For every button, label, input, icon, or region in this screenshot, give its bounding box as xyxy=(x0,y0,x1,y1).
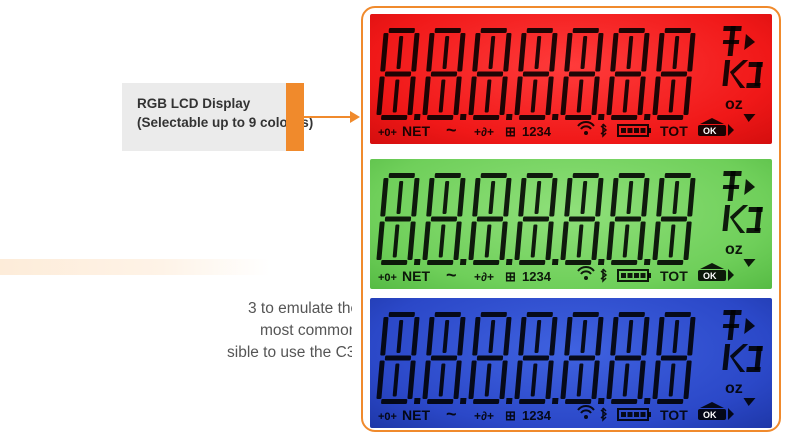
svg-text:OK: OK xyxy=(703,126,717,136)
body-line-1: 3 to emulate the output xyxy=(248,300,352,317)
lcd-digit xyxy=(422,312,467,404)
tot-indicator: TOT xyxy=(660,268,688,284)
svg-text:OK: OK xyxy=(703,271,717,281)
lcd-display-green: oz +0+ NET ~ +∂+ ⊞ 1234 TOT OK xyxy=(370,159,772,289)
lcd-digit xyxy=(606,312,651,404)
lcd-digit xyxy=(652,28,696,120)
stable-indicator: +∂+ xyxy=(474,270,494,284)
body-line-2: most common indicator xyxy=(260,322,352,339)
lcd-digit xyxy=(514,312,559,404)
ok-icon: OK xyxy=(698,263,734,281)
battery-icon xyxy=(617,269,651,282)
callout-tab xyxy=(286,83,304,151)
battery-icon xyxy=(617,408,651,421)
net-indicator: NET xyxy=(402,268,430,284)
tot-indicator: TOT xyxy=(660,407,688,423)
lcd-digit xyxy=(376,28,421,120)
lcd-segments-red: oz +0+ NET ~ +∂+ ⊞ 1234 TOT OK xyxy=(376,26,763,140)
hold-indicator: ⊞ xyxy=(505,124,516,139)
lcd-digit xyxy=(468,173,513,265)
stable-indicator: +∂+ xyxy=(474,409,494,423)
lcd-digit xyxy=(560,312,605,404)
lcd-digit xyxy=(376,173,421,265)
lcd-digit xyxy=(376,312,421,404)
wifi-icon xyxy=(577,121,595,135)
ok-icon: OK xyxy=(698,402,734,420)
count-indicator: 1234 xyxy=(522,124,552,139)
zero-indicator: +0+ xyxy=(378,411,397,423)
body-line-3: sible to use the C3 as a xyxy=(227,344,352,361)
callout-line-1: RGB LCD Display xyxy=(137,96,251,111)
indicator-row: +0+ NET ~ +∂+ ⊞ 1234 TOT OK xyxy=(378,263,734,285)
indicator-row: +0+ NET ~ +∂+ ⊞ 1234 TOT OK xyxy=(378,402,734,424)
lcd-display-red: oz +0+ NET ~ +∂+ ⊞ 1234 TOT OK xyxy=(370,14,772,144)
arrow-right-icon xyxy=(350,111,360,123)
lcd-digit xyxy=(606,173,651,265)
count-indicator: 1234 xyxy=(522,408,552,423)
tot-indicator: TOT xyxy=(660,123,688,139)
callout-box: RGB LCD Display (Selectable up to 9 colo… xyxy=(122,83,314,151)
lcd-digit xyxy=(422,28,467,120)
lcd-panel-frame xyxy=(361,6,781,432)
motion-indicator: ~ xyxy=(446,404,457,424)
units-block xyxy=(722,26,763,88)
hold-indicator: ⊞ xyxy=(505,408,516,423)
lcd-digit xyxy=(560,28,605,120)
battery-icon xyxy=(617,124,651,137)
bluetooth-icon xyxy=(600,407,608,422)
net-indicator: NET xyxy=(402,407,430,423)
units-block xyxy=(722,310,763,372)
lcd-display-blue: oz +0+ NET ~ +∂+ ⊞ 1234 TOT OK xyxy=(370,298,772,428)
wifi-icon xyxy=(577,405,595,419)
unit-oz: oz xyxy=(725,96,743,113)
lcd-digit xyxy=(652,173,696,265)
lcd-segments-green: oz +0+ NET ~ +∂+ ⊞ 1234 TOT OK xyxy=(376,171,763,285)
unit-oz: oz xyxy=(725,241,743,258)
callout-label: RGB LCD Display (Selectable up to 9 colo… xyxy=(137,94,314,132)
lcd-digit xyxy=(468,312,513,404)
bluetooth-icon xyxy=(600,123,608,138)
lcd-digit xyxy=(468,28,513,120)
lcd-digit xyxy=(652,312,696,404)
lcd-segments-blue: oz +0+ NET ~ +∂+ ⊞ 1234 TOT OK xyxy=(376,310,763,424)
lcd-digit xyxy=(514,173,559,265)
motion-indicator: ~ xyxy=(446,120,457,140)
callout-connector-line xyxy=(304,116,354,118)
lcd-digit xyxy=(606,28,651,120)
lcd-digit xyxy=(422,173,467,265)
motion-indicator: ~ xyxy=(446,265,457,285)
wifi-icon xyxy=(577,266,595,280)
zero-indicator: +0+ xyxy=(378,127,397,139)
section-divider-bar xyxy=(0,259,270,275)
callout-line-2: (Selectable up to 9 colours) xyxy=(137,115,314,130)
bluetooth-icon xyxy=(600,268,608,283)
net-indicator: NET xyxy=(402,123,430,139)
zero-indicator: +0+ xyxy=(378,272,397,284)
ok-icon: OK xyxy=(698,118,734,136)
count-indicator: 1234 xyxy=(522,269,552,284)
indicator-row: +0+ NET ~ +∂+ ⊞ 1234 TOT OK xyxy=(378,118,734,140)
hold-indicator: ⊞ xyxy=(505,269,516,284)
svg-text:OK: OK xyxy=(703,410,717,420)
unit-oz: oz xyxy=(725,380,743,397)
stable-indicator: +∂+ xyxy=(474,125,494,139)
lcd-digit xyxy=(514,28,559,120)
units-block xyxy=(722,171,763,233)
lcd-digit xyxy=(560,173,605,265)
body-paragraph: 3 to emulate the output most common indi… xyxy=(0,298,352,378)
